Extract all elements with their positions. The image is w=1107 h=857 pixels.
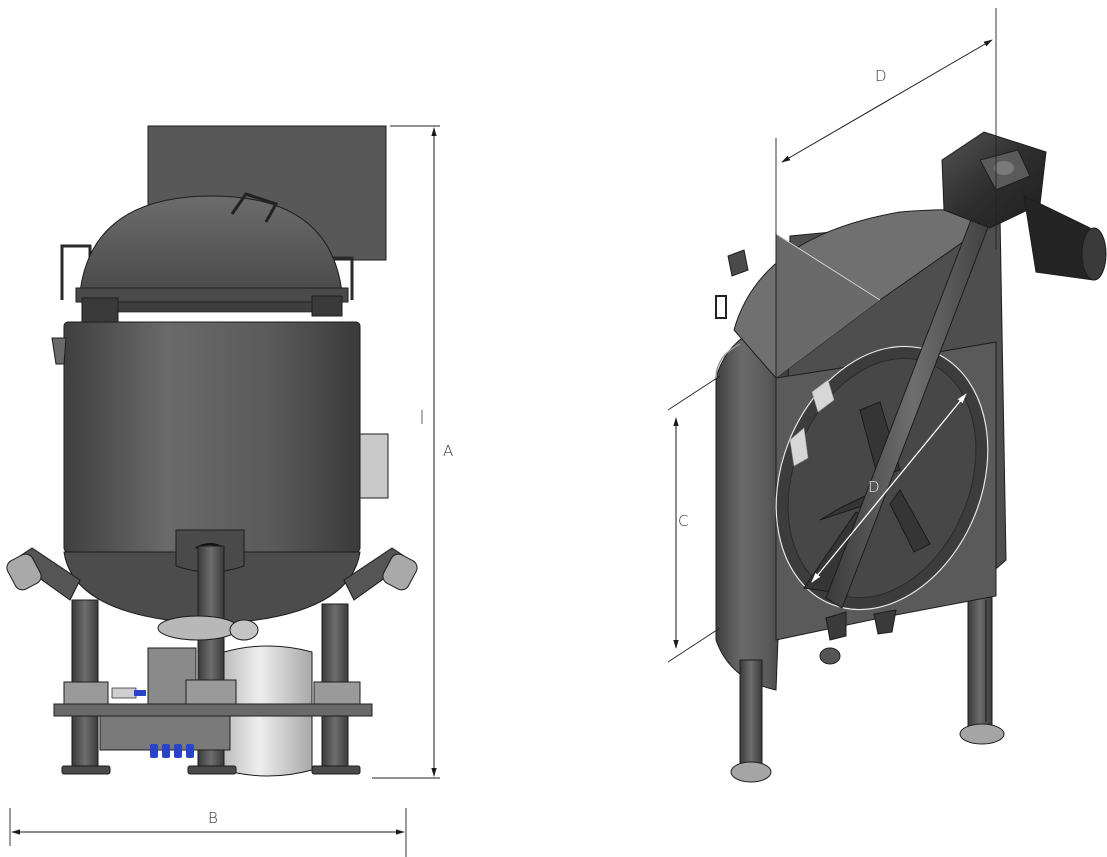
front-foot-left [61, 765, 111, 775]
dimension-b: B [9, 808, 407, 857]
front-base-plate [53, 703, 373, 717]
dimension-c: C [667, 375, 721, 663]
front-cylinder-body [63, 321, 361, 553]
front-foot-right [311, 765, 361, 775]
front-foot-center [187, 765, 237, 775]
iso-view-vessel [715, 131, 1107, 783]
front-side-box [359, 433, 389, 499]
dimension-a: A [372, 125, 453, 779]
front-top-left-nozzle [51, 337, 67, 365]
front-left-outlet [6, 547, 81, 601]
iso-right-foot [959, 723, 1005, 745]
front-right-outlet [343, 547, 418, 601]
front-view-vessel [6, 125, 418, 777]
dimension-d-center-label: D [868, 478, 880, 496]
dimension-a-label: A [443, 442, 453, 460]
dimension-d-top: D [775, 8, 997, 376]
front-lid-handle [230, 192, 279, 223]
front-right-clamp [311, 295, 343, 317]
front-left-clamp [81, 297, 119, 323]
front-blue-fittings [134, 690, 194, 758]
dimension-d-center: D [811, 393, 967, 583]
iso-left-leg [739, 659, 763, 769]
dimension-c-label: C [678, 512, 688, 530]
front-left-handle [60, 244, 92, 300]
front-dome-lid [79, 195, 343, 293]
front-right-handle [330, 256, 354, 300]
iso-left-foot [730, 761, 772, 783]
dimension-b-label: B [208, 809, 218, 827]
dimension-d-top-label: D [875, 67, 887, 85]
